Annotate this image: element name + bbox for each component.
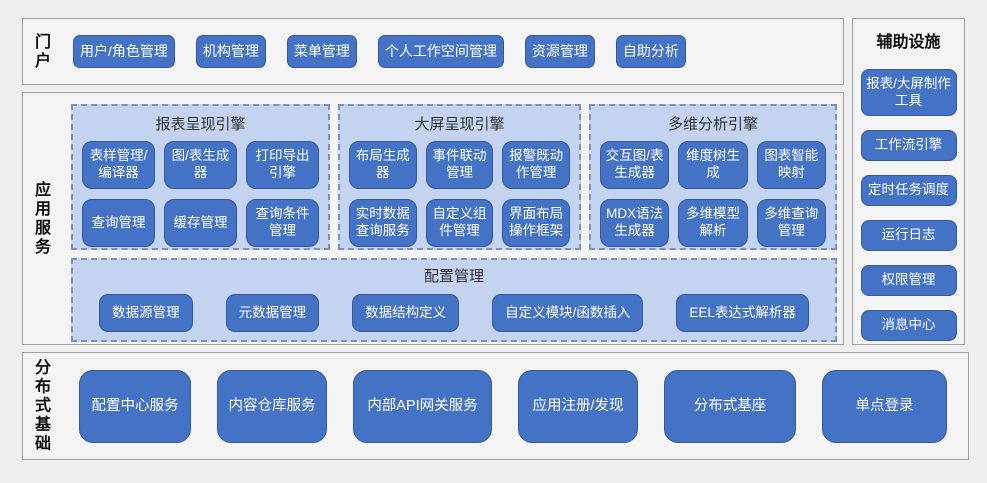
auxiliary-facilities-section: 辅助设施 报表/大屏制作工具 工作流引擎 定时任务调度 运行日志 权限管理 消息… bbox=[852, 18, 965, 345]
app-services-section: 应用服务 报表呈现引擎 表样管理/编译器 图/表生成器 打印导出引擎 查询管理 … bbox=[22, 92, 844, 345]
node-config-center-service: 配置中心服务 bbox=[79, 369, 191, 443]
node-alarm-action-management: 报警既动作管理 bbox=[502, 141, 570, 189]
node-single-sign-on: 单点登录 bbox=[822, 369, 947, 443]
node-internal-api-gateway-service: 内部API网关服务 bbox=[353, 369, 492, 443]
node-query-management: 查询管理 bbox=[82, 199, 155, 247]
node-distributed-pedestal: 分布式基座 bbox=[664, 369, 796, 443]
node-user-role-management: 用户/角色管理 bbox=[73, 35, 175, 68]
node-app-register-discovery: 应用注册/发现 bbox=[518, 369, 638, 443]
node-event-linkage-management: 事件联动管理 bbox=[425, 141, 494, 189]
config-management-panel: 配置管理 数据源管理 元数据管理 数据结构定义 自定义模块/函数插入 EEL表达… bbox=[71, 258, 837, 342]
node-self-service-analysis: 自助分析 bbox=[615, 35, 686, 68]
portal-section-label: 门户 bbox=[32, 32, 49, 71]
report-render-engine-panel: 报表呈现引擎 表样管理/编译器 图/表生成器 打印导出引擎 查询管理 缓存管理 … bbox=[71, 104, 330, 250]
node-metadata-management: 元数据管理 bbox=[225, 294, 320, 332]
bigscreen-render-engine-panel: 大屏呈现引擎 布局生成器 事件联动管理 报警既动作管理 实时数据查询服务 自定义… bbox=[337, 104, 581, 250]
node-chart-smart-mapping: 图表智能映射 bbox=[756, 141, 826, 189]
distributed-base-section: 分布式基础 配置中心服务 内容仓库服务 内部API网关服务 应用注册/发现 分布… bbox=[22, 352, 969, 460]
node-layout-generator: 布局生成器 bbox=[348, 141, 417, 189]
node-mdx-syntax-generator: MDX语法生成器 bbox=[599, 199, 670, 247]
multidim-analysis-engine-panel: 多维分析引擎 交互图/表生成器 维度树生成 图表智能映射 MDX语法生成器 多维… bbox=[588, 104, 837, 250]
node-permission-management: 权限管理 bbox=[860, 265, 957, 296]
app-services-section-label: 应用服务 bbox=[32, 180, 49, 257]
node-data-structure-definition: 数据结构定义 bbox=[352, 294, 460, 332]
portal-button-row: 用户/角色管理 机构管理 菜单管理 个人工作空间管理 资源管理 自助分析 bbox=[23, 19, 843, 84]
node-style-management-compiler: 表样管理/编译器 bbox=[82, 141, 155, 189]
node-org-management: 机构管理 bbox=[195, 35, 266, 68]
node-custom-component-management: 自定义组件管理 bbox=[425, 199, 494, 247]
node-report-bigscreen-authoring-tool: 报表/大屏制作工具 bbox=[860, 69, 957, 116]
node-ui-layout-operation-framework: 界面布局操作框架 bbox=[502, 199, 570, 247]
node-custom-module-function-insert: 自定义模块/函数插入 bbox=[492, 294, 644, 332]
distributed-base-section-label: 分布式基础 bbox=[32, 358, 49, 454]
node-chart-table-generator: 图/表生成器 bbox=[163, 141, 237, 189]
node-interactive-chart-generator: 交互图/表生成器 bbox=[599, 141, 670, 189]
node-run-log: 运行日志 bbox=[860, 220, 957, 251]
node-cache-management: 缓存管理 bbox=[163, 199, 237, 247]
node-realtime-data-query-service: 实时数据查询服务 bbox=[348, 199, 417, 247]
node-print-export-engine: 打印导出引擎 bbox=[245, 141, 319, 189]
node-resource-management: 资源管理 bbox=[524, 35, 595, 68]
node-personal-workspace-management: 个人工作空间管理 bbox=[377, 35, 504, 68]
node-eel-expression-parser: EEL表达式解析器 bbox=[676, 294, 809, 332]
node-content-repository-service: 内容仓库服务 bbox=[217, 369, 327, 443]
config-management-title: 配置管理 bbox=[423, 268, 484, 285]
node-workflow-engine: 工作流引擎 bbox=[860, 130, 957, 161]
node-scheduled-task-dispatch: 定时任务调度 bbox=[860, 175, 957, 206]
engine-row: 报表呈现引擎 表样管理/编译器 图/表生成器 打印导出引擎 查询管理 缓存管理 … bbox=[71, 104, 837, 250]
portal-section: 门户 用户/角色管理 机构管理 菜单管理 个人工作空间管理 资源管理 自助分析 bbox=[22, 18, 844, 85]
multidim-analysis-engine-title: 多维分析引擎 bbox=[667, 116, 758, 133]
node-menu-management: 菜单管理 bbox=[286, 35, 357, 68]
node-dimension-tree-generation: 维度树生成 bbox=[678, 141, 748, 189]
node-multidim-model-parsing: 多维模型解析 bbox=[678, 199, 748, 247]
report-render-engine-title: 报表呈现引擎 bbox=[155, 116, 246, 133]
node-multidim-query-management: 多维查询管理 bbox=[756, 199, 826, 247]
auxiliary-facilities-title: 辅助设施 bbox=[876, 34, 941, 51]
bigscreen-render-engine-title: 大屏呈现引擎 bbox=[414, 116, 505, 133]
node-query-condition-management: 查询条件管理 bbox=[245, 199, 319, 247]
node-message-center: 消息中心 bbox=[860, 310, 957, 341]
node-datasource-management: 数据源管理 bbox=[99, 294, 193, 332]
